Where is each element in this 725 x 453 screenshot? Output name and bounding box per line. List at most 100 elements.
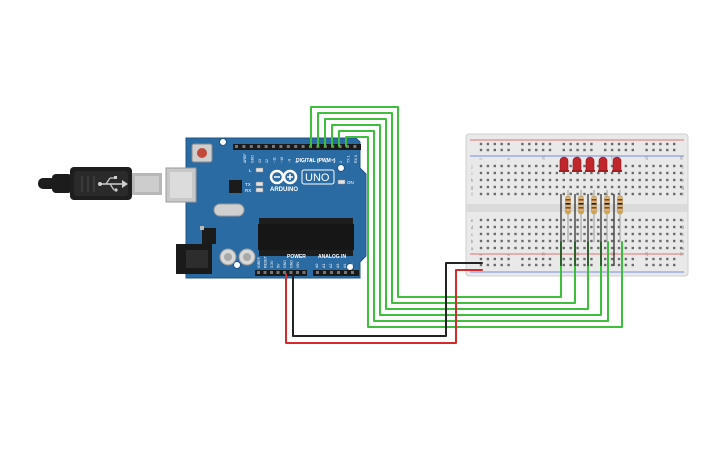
breadboard-hole[interactable] <box>548 246 552 250</box>
breadboard-hole[interactable] <box>479 185 483 189</box>
led-ground-leads[interactable] <box>560 194 615 266</box>
breadboard-hole[interactable] <box>617 171 621 175</box>
breadboard-hole[interactable] <box>652 185 655 189</box>
rail-hole[interactable] <box>583 263 586 267</box>
breadboard-hole[interactable] <box>645 232 648 236</box>
breadboard-hole[interactable] <box>624 192 628 196</box>
breadboard-hole[interactable] <box>645 171 648 175</box>
header-pin[interactable] <box>270 271 273 274</box>
rail-hole[interactable] <box>521 142 524 146</box>
breadboard-hole[interactable] <box>507 246 510 250</box>
breadboard-hole[interactable] <box>597 232 600 236</box>
rail-hole[interactable] <box>610 148 614 152</box>
breadboard-hole[interactable] <box>486 232 490 236</box>
breadboard-hole[interactable] <box>493 164 496 168</box>
breadboard-hole[interactable] <box>652 164 655 168</box>
rail-hole[interactable] <box>486 263 490 267</box>
breadboard-hole[interactable] <box>610 225 614 229</box>
breadboard-hole[interactable] <box>610 164 614 168</box>
breadboard-hole[interactable] <box>521 218 524 222</box>
rail-hole[interactable] <box>541 148 545 152</box>
wire-green-4[interactable] <box>331 124 602 316</box>
rail-hole[interactable] <box>631 257 634 261</box>
breadboard-hole[interactable] <box>541 178 545 182</box>
rail-hole[interactable] <box>576 148 579 152</box>
breadboard-hole[interactable] <box>617 185 621 189</box>
breadboard-hole[interactable] <box>541 246 545 250</box>
breadboard-hole[interactable] <box>493 239 496 243</box>
header-pin[interactable] <box>353 145 357 148</box>
breadboard-hole[interactable] <box>569 178 572 182</box>
rail-hole[interactable] <box>528 263 531 267</box>
breadboard-hole[interactable] <box>514 178 517 182</box>
rail-hole[interactable] <box>673 142 676 146</box>
header-pin[interactable] <box>286 145 290 148</box>
breadboard-hole[interactable] <box>548 171 552 175</box>
breadboard-hole[interactable] <box>514 225 517 229</box>
breadboard-hole[interactable] <box>638 218 641 222</box>
breadboard-hole[interactable] <box>679 225 683 229</box>
breadboard-hole[interactable] <box>528 218 531 222</box>
header-pin[interactable] <box>257 271 260 274</box>
wire-green-2[interactable] <box>317 112 576 304</box>
breadboard-hole[interactable] <box>604 185 607 189</box>
breadboard-hole[interactable] <box>590 232 593 236</box>
breadboard-hole[interactable] <box>486 218 490 222</box>
rail-hole[interactable] <box>583 148 586 152</box>
breadboard-hole[interactable] <box>679 185 683 189</box>
breadboard-hole[interactable] <box>576 192 579 196</box>
breadboard-hole[interactable] <box>514 192 517 196</box>
breadboard-hole[interactable] <box>541 225 545 229</box>
arduino-uno-board[interactable]: L TX RX ON ARDUINO UNO DIGITAL (PWM~) AR… <box>165 137 367 279</box>
breadboard-hole[interactable] <box>597 164 600 168</box>
breadboard-hole[interactable] <box>576 246 579 250</box>
breadboard-hole[interactable] <box>479 192 483 196</box>
breadboard-hole[interactable] <box>535 218 538 222</box>
rail-hole[interactable] <box>569 257 572 261</box>
wire-black-gnd[interactable] <box>292 262 483 337</box>
breadboard-hole[interactable] <box>562 171 565 175</box>
header-pin[interactable] <box>301 145 305 148</box>
rail-hole[interactable] <box>576 257 579 261</box>
breadboard-hole[interactable] <box>610 246 614 250</box>
breadboard-hole[interactable] <box>666 218 669 222</box>
breadboard-hole[interactable] <box>562 185 565 189</box>
breadboard-hole[interactable] <box>679 178 683 182</box>
breadboard-hole[interactable] <box>493 225 496 229</box>
breadboard-hole[interactable] <box>521 192 524 196</box>
rail-hole[interactable] <box>604 142 607 146</box>
rail-hole[interactable] <box>610 142 614 146</box>
breadboard-hole[interactable] <box>652 218 655 222</box>
breadboard-hole[interactable] <box>604 218 607 222</box>
rail-hole[interactable] <box>548 148 552 152</box>
rail-hole[interactable] <box>562 148 565 152</box>
breadboard-hole[interactable] <box>631 178 634 182</box>
breadboard-hole[interactable] <box>514 164 517 168</box>
rail-hole[interactable] <box>500 263 503 267</box>
breadboard-hole[interactable] <box>541 171 545 175</box>
breadboard-hole[interactable] <box>673 239 676 243</box>
breadboard-hole[interactable] <box>507 232 510 236</box>
breadboard-hole[interactable] <box>631 185 634 189</box>
breadboard-hole[interactable] <box>514 232 517 236</box>
breadboard-hole[interactable] <box>666 192 669 196</box>
breadboard-hole[interactable] <box>617 225 621 229</box>
breadboard-hole[interactable] <box>541 192 545 196</box>
breadboard-hole[interactable] <box>541 239 545 243</box>
breadboard-hole[interactable] <box>638 239 641 243</box>
breadboard-hole[interactable] <box>479 171 483 175</box>
breadboard-hole[interactable] <box>583 246 586 250</box>
breadboard-holes[interactable] <box>479 142 683 267</box>
rail-hole[interactable] <box>535 142 538 146</box>
header-pin[interactable] <box>351 271 354 274</box>
breadboard-hole[interactable] <box>645 246 648 250</box>
header-pin[interactable] <box>289 271 293 274</box>
rail-hole[interactable] <box>659 263 662 267</box>
breadboard-hole[interactable] <box>486 178 490 182</box>
breadboard-hole[interactable] <box>493 218 496 222</box>
breadboard-hole[interactable] <box>617 239 621 243</box>
rail-hole[interactable] <box>541 263 545 267</box>
breadboard-hole[interactable] <box>486 239 490 243</box>
rail-hole[interactable] <box>535 263 538 267</box>
